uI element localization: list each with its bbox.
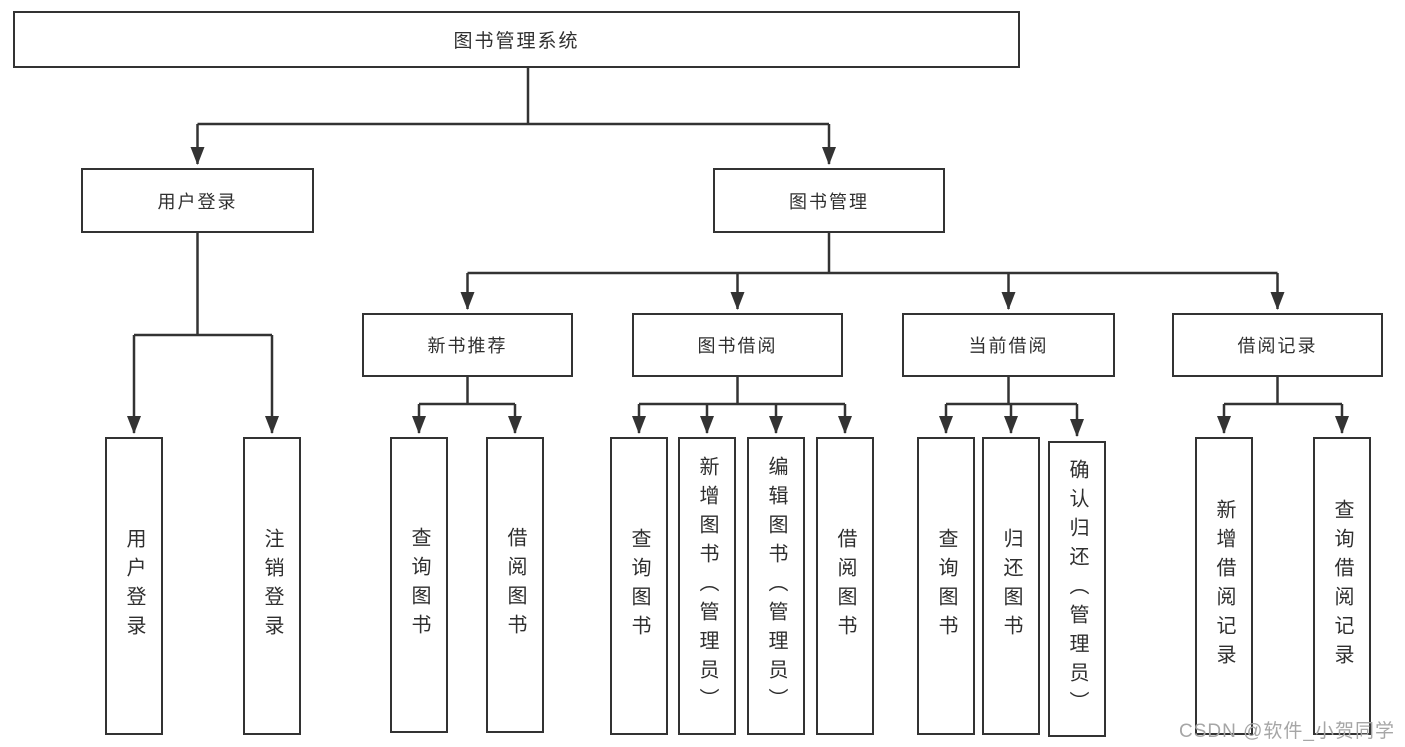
node-borrow-records: 借阅记录 (1172, 313, 1383, 377)
leaf-borrow-borrow-book: 借阅图书 (816, 437, 874, 735)
leaf-user-login: 用户登录 (105, 437, 163, 735)
node-book-borrow: 图书借阅 (632, 313, 843, 377)
node-root: 图书管理系统 (13, 11, 1020, 68)
leaf-borrow-add-book-admin: 新增图书（管理员） (678, 437, 736, 735)
leaf-records-add-record: 新增借阅记录 (1195, 437, 1253, 735)
leaf-records-query-record: 查询借阅记录 (1313, 437, 1371, 735)
leaf-current-return-book: 归还图书 (982, 437, 1040, 735)
leaf-borrow-query-book: 查询图书 (610, 437, 668, 735)
leaf-recommend-borrow-book: 借阅图书 (486, 437, 544, 733)
leaf-borrow-edit-book-admin: 编辑图书（管理员） (747, 437, 805, 735)
node-user-login: 用户登录 (81, 168, 314, 233)
csdn-watermark: CSDN @软件_小贺同学 (1179, 721, 1395, 742)
leaf-current-confirm-return-admin: 确认归还（管理员） (1048, 441, 1106, 737)
node-current-borrow: 当前借阅 (902, 313, 1115, 377)
node-book-management: 图书管理 (713, 168, 945, 233)
leaf-current-query-book: 查询图书 (917, 437, 975, 735)
leaf-logout: 注销登录 (243, 437, 301, 735)
node-new-book-recommend: 新书推荐 (362, 313, 573, 377)
leaf-recommend-query-book: 查询图书 (390, 437, 448, 733)
